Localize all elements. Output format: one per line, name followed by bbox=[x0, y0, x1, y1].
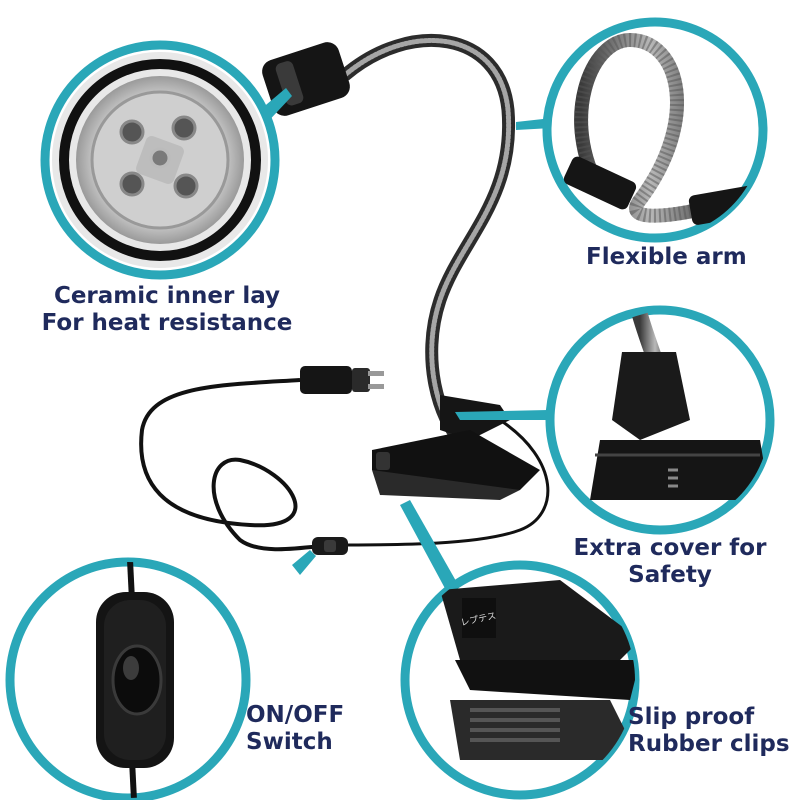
label-switch-line1: ON/OFF bbox=[246, 702, 345, 728]
power-plug bbox=[300, 366, 384, 394]
label-switch-line2: Switch bbox=[246, 729, 333, 755]
label-on-off-switch: ON/OFF Switch bbox=[246, 702, 344, 756]
inline-switch bbox=[312, 537, 348, 555]
callout-switch bbox=[5, 557, 251, 800]
label-clips-line2: Rubber clips bbox=[628, 731, 790, 757]
callout-ceramic-socket bbox=[40, 40, 280, 280]
label-extra-cover: Extra cover for Safety bbox=[560, 535, 780, 589]
label-extra-cover-line1: Extra cover for bbox=[573, 535, 767, 561]
label-extra-cover-line2: Safety bbox=[628, 562, 712, 588]
callout-rubber-clips: レプテス bbox=[400, 560, 640, 800]
power-cord bbox=[139, 378, 331, 552]
switch-cord bbox=[329, 418, 550, 547]
base-clip bbox=[372, 395, 540, 500]
label-flexible-arm-line1: Flexible arm bbox=[586, 244, 747, 270]
label-rubber-clips: Slip proof Rubber clips bbox=[628, 704, 790, 758]
label-ceramic-inner-lay: Ceramic inner lay For heat resistance bbox=[22, 283, 312, 337]
callout-extra-cover bbox=[545, 305, 775, 535]
label-ceramic-line1: Ceramic inner lay bbox=[53, 283, 281, 309]
main-lamp bbox=[139, 33, 550, 555]
callout-flexible-arm bbox=[542, 17, 768, 243]
label-flexible-arm: Flexible arm bbox=[586, 244, 747, 271]
label-clips-line1: Slip proof bbox=[628, 704, 755, 730]
label-ceramic-line2: For heat resistance bbox=[41, 310, 293, 336]
